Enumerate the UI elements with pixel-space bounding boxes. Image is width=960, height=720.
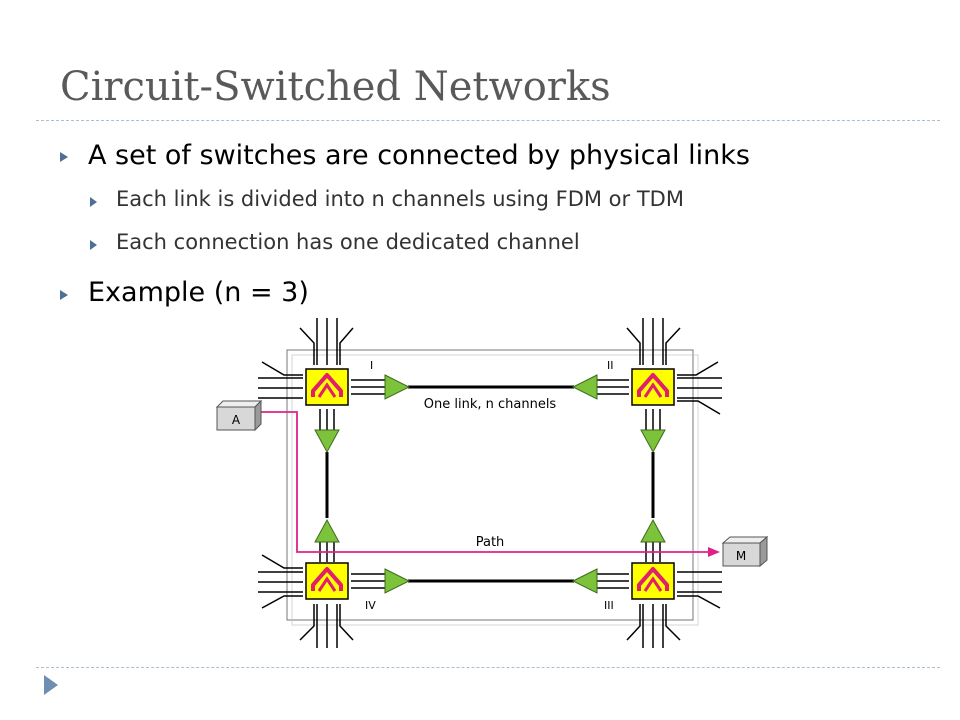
bullet-1: A set of switches are connected by physi… [88, 140, 750, 171]
host-M-label: M [736, 549, 746, 563]
bullet-2: Example (n = 3) [88, 277, 309, 308]
switch-II-label: II [607, 359, 614, 372]
sub-bullet-2: Each connection has one dedicated channe… [116, 230, 580, 254]
slide-title: Circuit-Switched Networks [60, 64, 611, 110]
bullet-marker-icon [90, 240, 97, 250]
switch-III-icon [630, 561, 676, 601]
switch-II-icon [630, 367, 676, 407]
switch-III-label: III [604, 599, 614, 612]
bullet-marker-icon [90, 197, 97, 207]
host-M-icon [721, 535, 769, 568]
footer-divider [36, 667, 940, 668]
bullet-marker-icon [60, 290, 68, 300]
sub-bullet-1: Each link is divided into n channels usi… [116, 187, 684, 211]
switch-I-icon [304, 367, 350, 407]
link-label: One link, n channels [424, 397, 557, 412]
bullet-marker-icon [60, 152, 68, 162]
path-label: Path [476, 535, 505, 550]
switch-I-label: I [370, 359, 373, 372]
footer-marker-icon [44, 675, 58, 695]
host-A-icon [215, 399, 263, 432]
switch-IV-label: IV [365, 599, 376, 612]
host-A-label: A [232, 413, 241, 427]
title-divider [36, 120, 940, 121]
switch-IV-icon [304, 561, 350, 601]
